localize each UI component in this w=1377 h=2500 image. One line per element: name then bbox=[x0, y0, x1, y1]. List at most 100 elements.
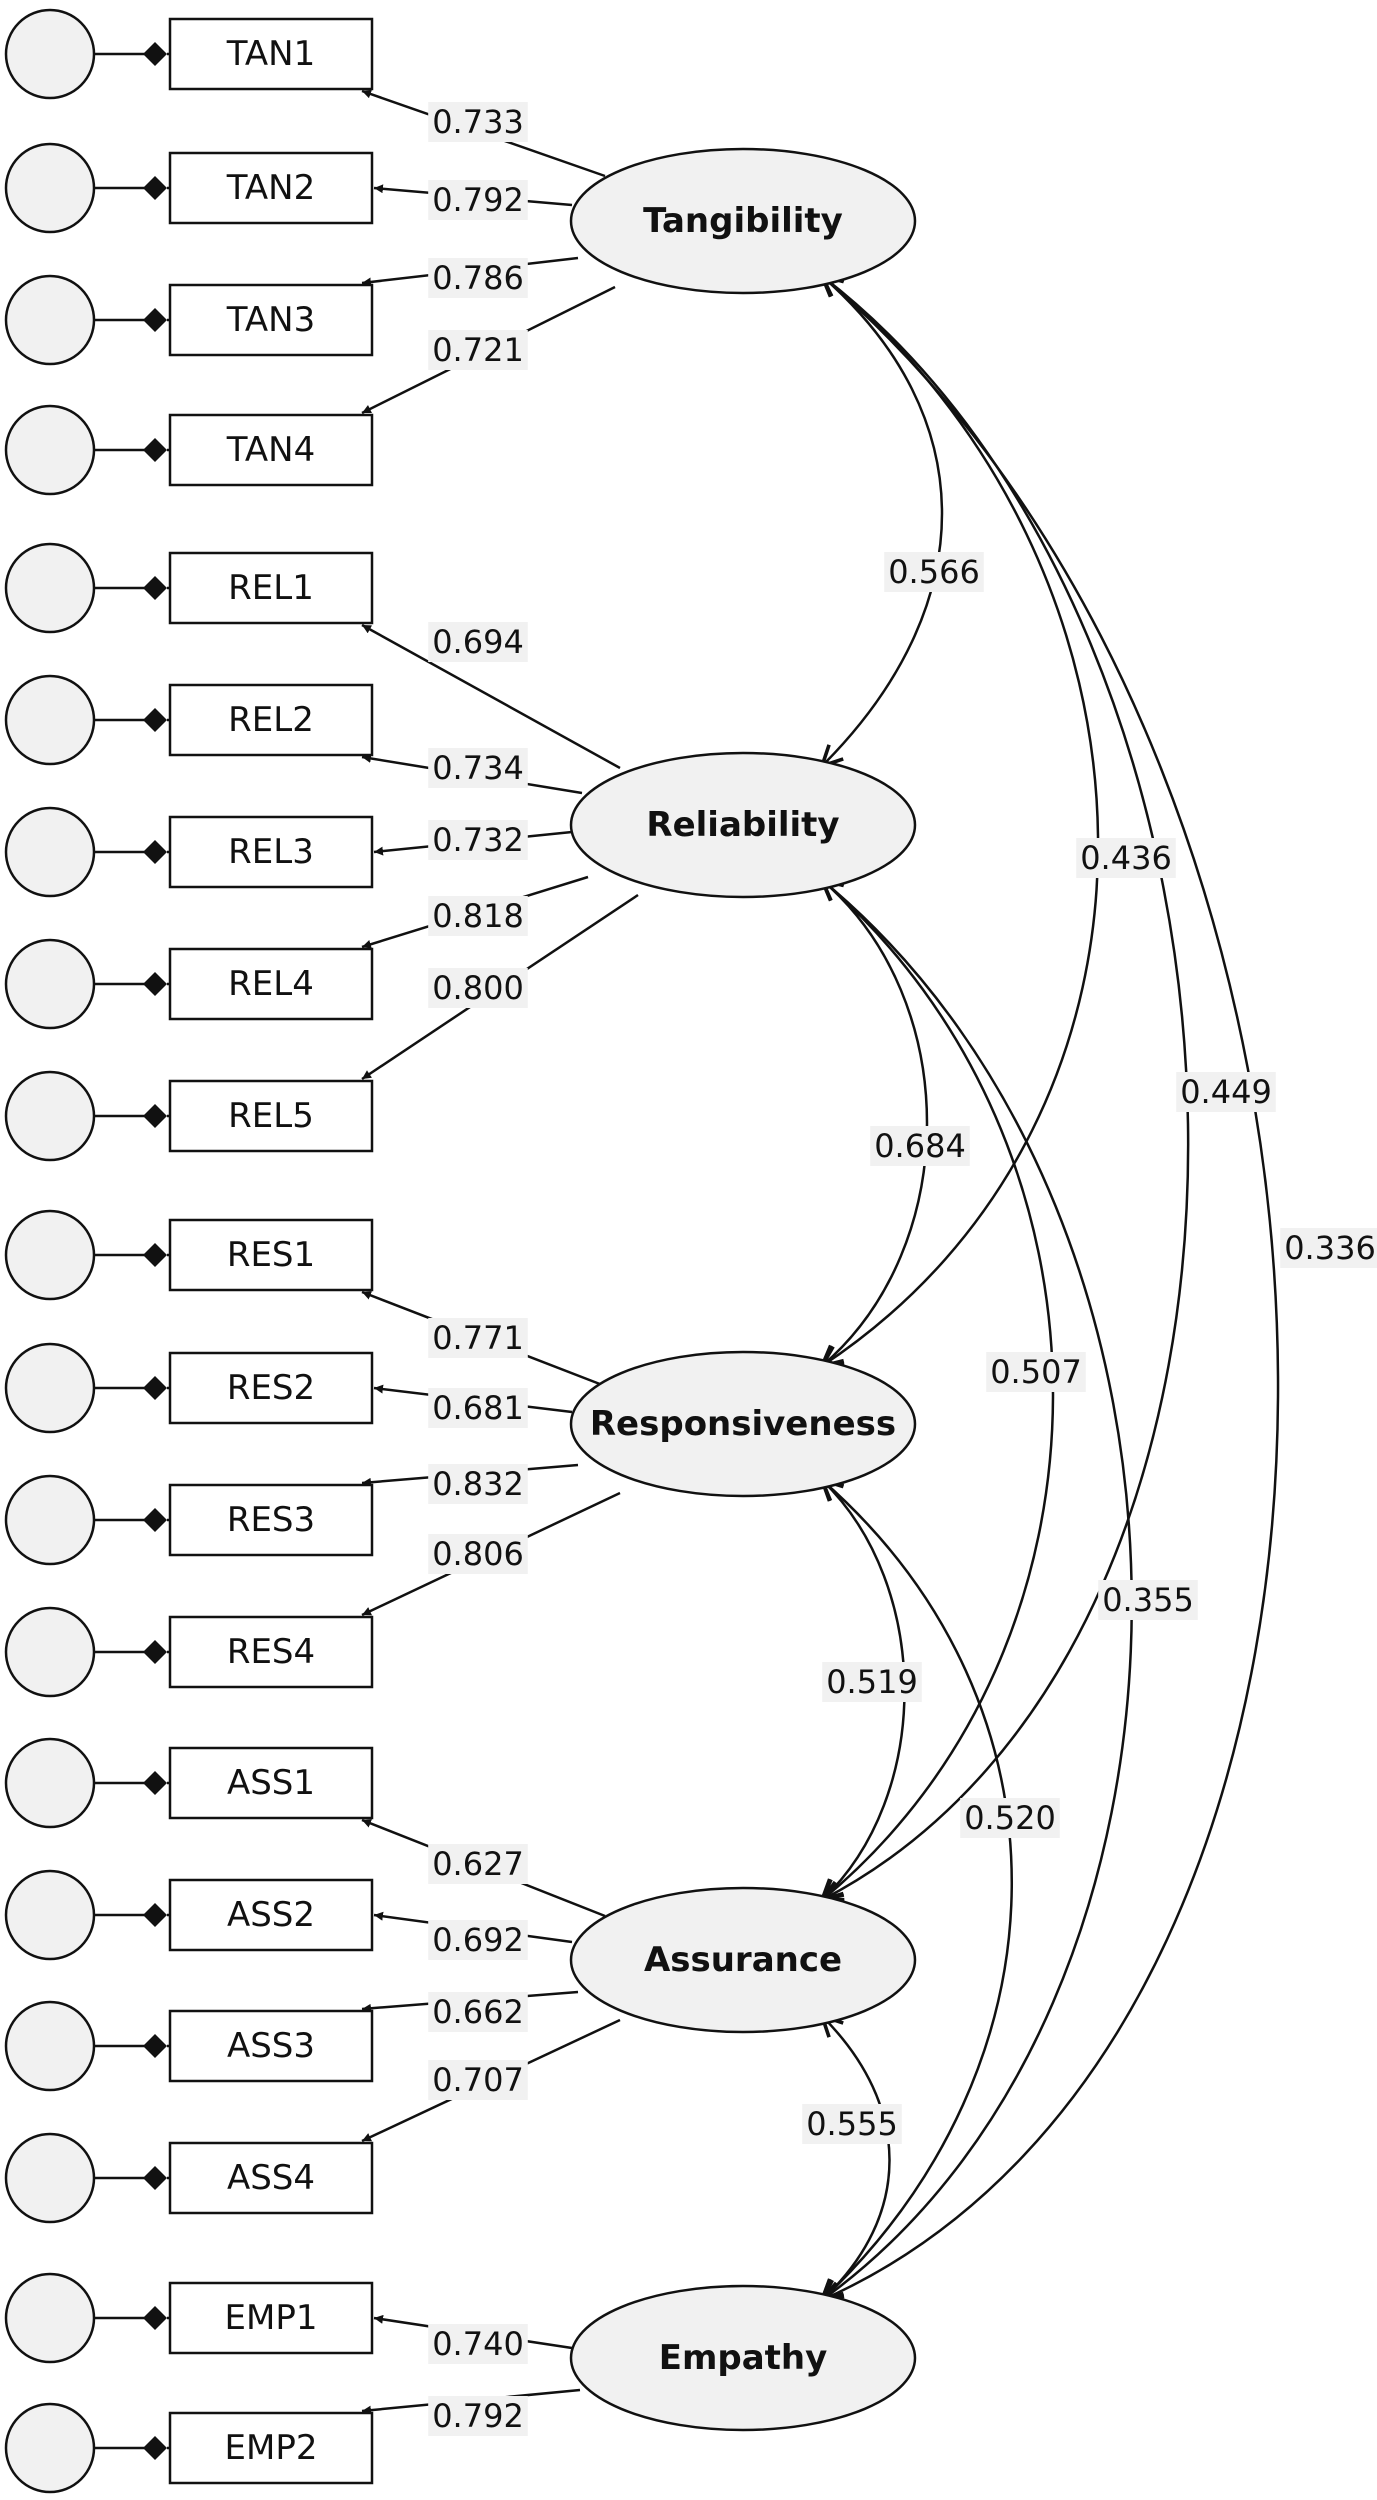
error-circle-emp2 bbox=[4, 2402, 96, 2494]
error-circle-rel3 bbox=[4, 806, 96, 898]
diamond-marker-res3 bbox=[143, 1508, 167, 1532]
correlation-value-responsiveness-empathy-group: 0.520 bbox=[960, 1798, 1060, 1838]
loading-value-res4-group: 0.806 bbox=[428, 1534, 528, 1574]
correlation-value-tangibility-assurance-bg bbox=[1176, 1072, 1276, 1112]
loading-value-ass2-bg bbox=[428, 1920, 528, 1960]
correlation-value-tangibility-assurance-group: 0.449 bbox=[1176, 1072, 1276, 1112]
diamond-marker-emp2 bbox=[143, 2436, 167, 2460]
loading-value-ass4-group: 0.707 bbox=[428, 2060, 528, 2100]
error-circle-tan4 bbox=[4, 404, 96, 496]
loading-value-ass3-bg bbox=[428, 1992, 528, 2032]
correlation-value-responsiveness-empathy-bg bbox=[960, 1798, 1060, 1838]
loading-value-rel4-bg bbox=[428, 896, 528, 936]
correlation-curve-tangibility-empathy bbox=[822, 276, 1280, 2300]
indicator-label-ass2: ASS2 bbox=[227, 1895, 315, 1935]
error-circle-res4 bbox=[4, 1606, 96, 1698]
diamond-marker-ass2 bbox=[143, 1903, 167, 1927]
latent-label-empathy: Empathy bbox=[659, 2338, 828, 2378]
loading-value-ass4-bg bbox=[428, 2060, 528, 2100]
latent-label-reliability: Reliability bbox=[646, 805, 839, 845]
loading-value-tan4: 0.721 bbox=[432, 331, 524, 369]
loading-value-tan2-bg bbox=[428, 180, 528, 220]
loading-value-rel3: 0.732 bbox=[432, 821, 524, 859]
correlation-value-reliability-assurance-group: 0.507 bbox=[986, 1352, 1086, 1392]
loading-value-tan4-bg bbox=[428, 330, 528, 370]
indicator-box-rel3 bbox=[168, 815, 374, 889]
loading-value-rel5-bg bbox=[428, 968, 528, 1008]
correlation-value-tangibility-empathy: 0.336 bbox=[1284, 1229, 1376, 1267]
indicator-box-res4 bbox=[168, 1615, 374, 1689]
indicator-label-ass1: ASS1 bbox=[227, 1763, 315, 1803]
latent-ellipse-responsiveness bbox=[569, 1350, 917, 1498]
indicator-box-rel5 bbox=[168, 1079, 374, 1153]
indicator-label-tan1: TAN1 bbox=[226, 34, 315, 74]
loading-value-res2-bg bbox=[428, 1388, 528, 1428]
correlation-value-responsiveness-empathy: 0.520 bbox=[964, 1799, 1056, 1837]
indicator-label-rel5: REL5 bbox=[228, 1096, 314, 1136]
loading-value-ass3: 0.662 bbox=[432, 1993, 524, 2031]
latent-ellipse-assurance bbox=[569, 1886, 917, 2034]
correlation-curve-responsiveness-empathy bbox=[822, 1480, 1013, 2300]
correlation-value-reliability-assurance-bg bbox=[986, 1352, 1086, 1392]
indicator-box-ass3 bbox=[168, 2009, 374, 2083]
loading-arrow-rel1 bbox=[361, 623, 621, 770]
loading-value-emp1-group: 0.740 bbox=[428, 2324, 528, 2364]
error-circle-res3 bbox=[4, 1474, 96, 1566]
indicator-box-emp1 bbox=[168, 2281, 374, 2355]
indicator-label-rel4: REL4 bbox=[228, 964, 314, 1004]
error-circle-tan3 bbox=[4, 274, 96, 366]
loading-value-res3: 0.832 bbox=[432, 1465, 524, 1503]
loading-value-rel2-bg bbox=[428, 748, 528, 788]
diamond-marker-res4 bbox=[143, 1640, 167, 1664]
loading-value-rel4-group: 0.818 bbox=[428, 896, 528, 936]
loading-value-tan1-group: 0.733 bbox=[428, 102, 528, 142]
correlation-value-responsiveness-assurance-group: 0.519 bbox=[822, 1662, 922, 1702]
indicator-box-tan4 bbox=[168, 413, 374, 487]
loading-value-res4: 0.806 bbox=[432, 1535, 524, 1573]
indicator-box-rel4 bbox=[168, 947, 374, 1021]
loading-value-emp2: 0.792 bbox=[432, 2397, 524, 2435]
indicator-box-tan2 bbox=[168, 151, 374, 225]
correlation-value-reliability-responsiveness-group: 0.684 bbox=[870, 1126, 970, 1166]
loading-value-ass2: 0.692 bbox=[432, 1921, 524, 1959]
correlation-value-tangibility-responsiveness-bg bbox=[1076, 838, 1176, 878]
indicator-box-res3 bbox=[168, 1483, 374, 1557]
loading-value-ass1: 0.627 bbox=[432, 1845, 524, 1883]
latent-label-responsiveness: Responsiveness bbox=[590, 1404, 896, 1444]
correlation-value-tangibility-reliability-bg bbox=[884, 552, 984, 592]
error-circle-tan1 bbox=[4, 8, 96, 100]
latent-label-tangibility: Tangibility bbox=[643, 201, 843, 241]
error-circle-tan2 bbox=[4, 142, 96, 234]
diamond-marker-tan1 bbox=[143, 42, 167, 66]
loading-value-emp2-group: 0.792 bbox=[428, 2396, 528, 2436]
indicator-label-ass3: ASS3 bbox=[227, 2026, 315, 2066]
loading-value-ass3-group: 0.662 bbox=[428, 1992, 528, 2032]
correlation-value-tangibility-empathy-group: 0.336 bbox=[1280, 1228, 1377, 1268]
correlation-curve-reliability-assurance bbox=[822, 880, 1055, 1900]
diamond-marker-res1 bbox=[143, 1243, 167, 1267]
loading-value-tan2-group: 0.792 bbox=[428, 180, 528, 220]
loading-value-ass4: 0.707 bbox=[432, 2061, 524, 2099]
indicator-box-ass2 bbox=[168, 1878, 374, 1952]
indicator-label-rel2: REL2 bbox=[228, 700, 314, 740]
loading-value-res3-bg bbox=[428, 1464, 528, 1504]
loading-value-emp2-bg bbox=[428, 2396, 528, 2436]
indicator-label-tan4: TAN4 bbox=[226, 430, 315, 470]
loading-value-rel5: 0.800 bbox=[432, 969, 524, 1007]
loading-value-res1-group: 0.771 bbox=[428, 1318, 528, 1358]
indicator-box-res2 bbox=[168, 1351, 374, 1425]
indicator-label-res2: RES2 bbox=[227, 1368, 315, 1408]
diamond-marker-res2 bbox=[143, 1376, 167, 1400]
diamond-marker-tan3 bbox=[143, 308, 167, 332]
correlation-value-tangibility-reliability-group: 0.566 bbox=[884, 552, 984, 592]
loading-value-rel3-group: 0.732 bbox=[428, 820, 528, 860]
indicator-label-res3: RES3 bbox=[227, 1500, 315, 1540]
loading-value-tan3: 0.786 bbox=[432, 259, 524, 297]
correlation-value-tangibility-empathy-bg bbox=[1280, 1228, 1377, 1268]
loading-value-tan1-bg bbox=[428, 102, 528, 142]
latent-ellipse-tangibility bbox=[569, 147, 917, 295]
correlation-value-assurance-empathy-bg bbox=[802, 2104, 902, 2144]
error-circle-res2 bbox=[4, 1342, 96, 1434]
correlation-curve-reliability-empathy bbox=[822, 880, 1133, 2300]
diamond-marker-rel2 bbox=[143, 708, 167, 732]
